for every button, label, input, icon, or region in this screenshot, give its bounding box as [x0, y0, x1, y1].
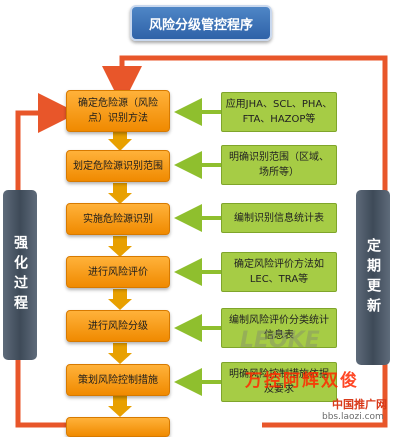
watermark-main: 万控阿辉双俊: [245, 371, 359, 391]
note-classification: 编制风险评价分类统计信息表: [221, 308, 337, 348]
note-evaluation-method: 确定风险评价方法如LEC、TRA等: [221, 252, 337, 292]
loop-arrow-right: [102, 55, 388, 428]
note-statistics: 编制识别信息统计表: [221, 203, 337, 233]
note-scope: 明确识别范围（区域、场所等）: [221, 145, 337, 185]
watermark-faint: LEOKE: [240, 328, 320, 353]
diagram-title: 风险分级管控程序: [130, 5, 272, 41]
step-risk-evaluation: 进行风险评价: [66, 256, 170, 288]
note-arrows: [174, 98, 221, 396]
step-define-scope: 划定危险源识别范围: [66, 150, 170, 182]
step-next: [66, 417, 170, 437]
step-implement-identification: 实施危险源识别: [66, 203, 170, 235]
step-control-measures: 策划风险控制措施: [66, 364, 170, 396]
step-identify-method: 确定危险源（风险点）识别方法: [66, 90, 170, 132]
watermark-site-top: 中国推广网: [332, 398, 387, 411]
step-risk-grading: 进行风险分级: [66, 310, 170, 342]
note-control-basis: 明确风险控制措施依据及要求: [221, 362, 337, 402]
left-side-label: 强化过程: [3, 190, 37, 360]
note-methods: 应用JHA、SCL、PHA、FTA、HAZOP等: [221, 92, 337, 132]
right-side-label: 定期更新: [356, 190, 390, 365]
step-arrows: [108, 131, 132, 417]
watermark-site-bottom: bbs.laozi.com: [322, 412, 384, 422]
